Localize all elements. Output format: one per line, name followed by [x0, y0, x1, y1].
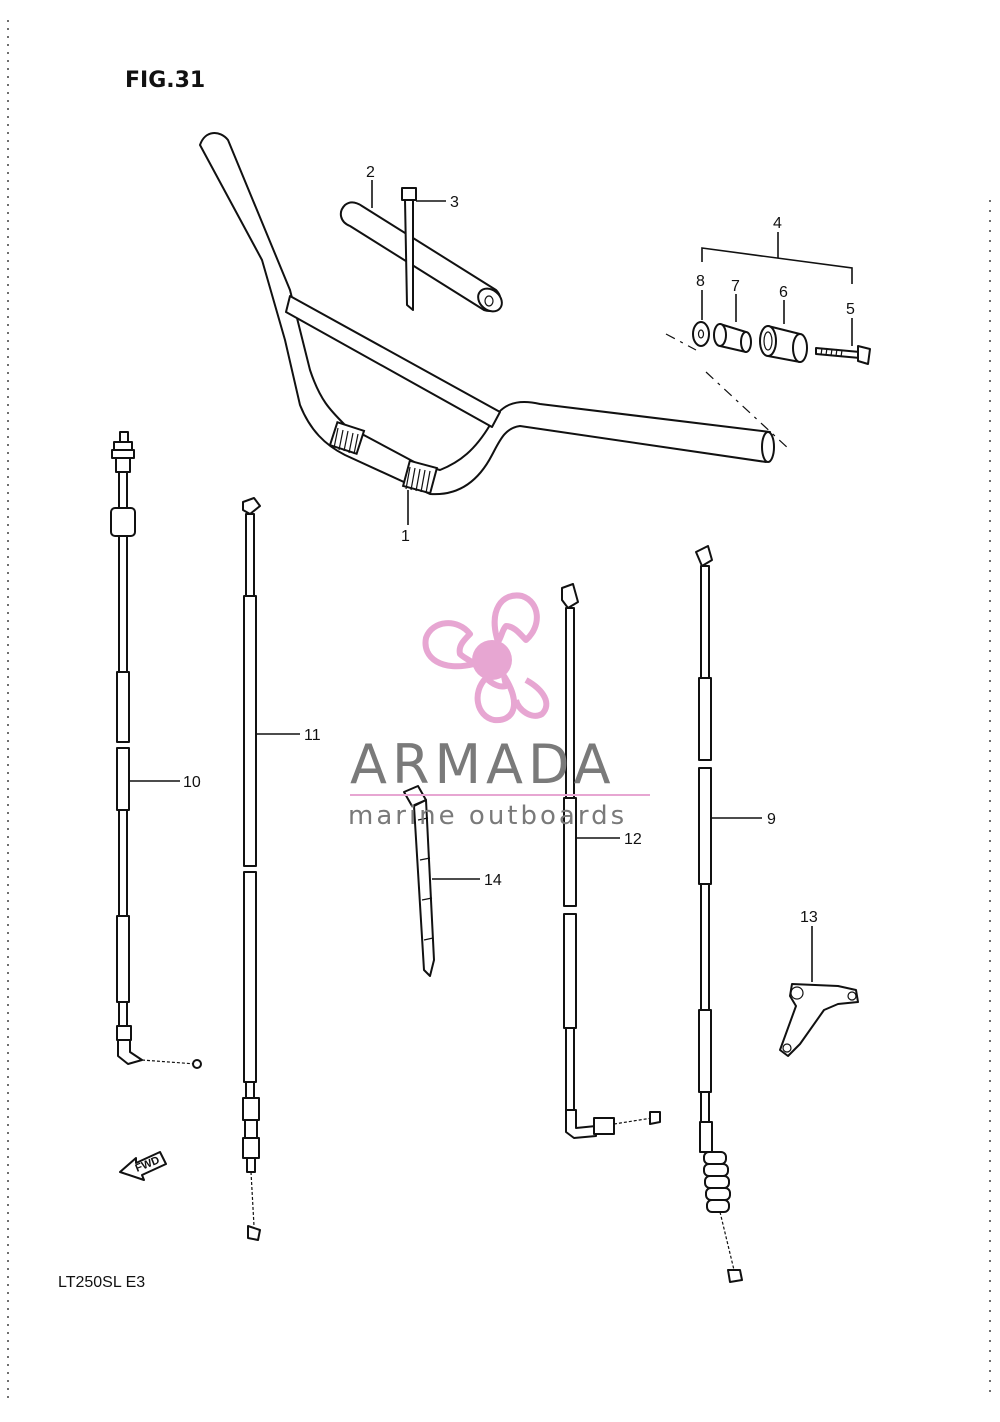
- knurl-left: [328, 421, 366, 455]
- cable-guide-bracket: [779, 983, 859, 1057]
- watermark-tagline: marine outboards: [348, 801, 627, 831]
- guide-line-a: [665, 333, 697, 351]
- balancer-weight: [759, 325, 808, 363]
- cable-9: [695, 545, 743, 1283]
- knurl-right: [401, 459, 439, 495]
- handlebar: [199, 132, 775, 496]
- callout-12: 12: [624, 831, 642, 848]
- watermark-name: ARMADA: [350, 733, 616, 796]
- callout-11: 11: [304, 727, 321, 744]
- callout-1: 1: [401, 528, 410, 545]
- callout-7: 7: [731, 278, 740, 295]
- callout-14: 14: [484, 872, 502, 889]
- cable-10: [110, 431, 202, 1069]
- armada-watermark: ARMADA marine outboards: [348, 592, 650, 831]
- fwd-arrow-icon: FWD: [119, 1151, 167, 1181]
- handlebar-end: [761, 431, 775, 463]
- cable-12: [561, 583, 661, 1139]
- callout-5: 5: [846, 301, 855, 318]
- propeller-logo-icon: [422, 592, 550, 724]
- tie-strap-top: [401, 187, 417, 311]
- callout-bracket-4: [701, 247, 853, 284]
- callout-6: 6: [779, 284, 788, 301]
- callout-13: 13: [800, 909, 818, 926]
- guide-line-b: [705, 371, 791, 451]
- callout-2: 2: [366, 164, 375, 181]
- spacer: [713, 323, 752, 353]
- handlebar-pad: [339, 201, 503, 313]
- figure-title: FIG.31: [125, 68, 205, 93]
- callout-9: 9: [767, 811, 776, 828]
- cable-11: [242, 497, 261, 1241]
- screw: [815, 345, 871, 365]
- model-code: LT250SL E3: [58, 1274, 145, 1291]
- callout-4: 4: [773, 215, 782, 232]
- callout-8: 8: [696, 273, 705, 290]
- callout-10: 10: [183, 774, 201, 791]
- callout-3: 3: [450, 194, 459, 211]
- washer: [692, 321, 710, 347]
